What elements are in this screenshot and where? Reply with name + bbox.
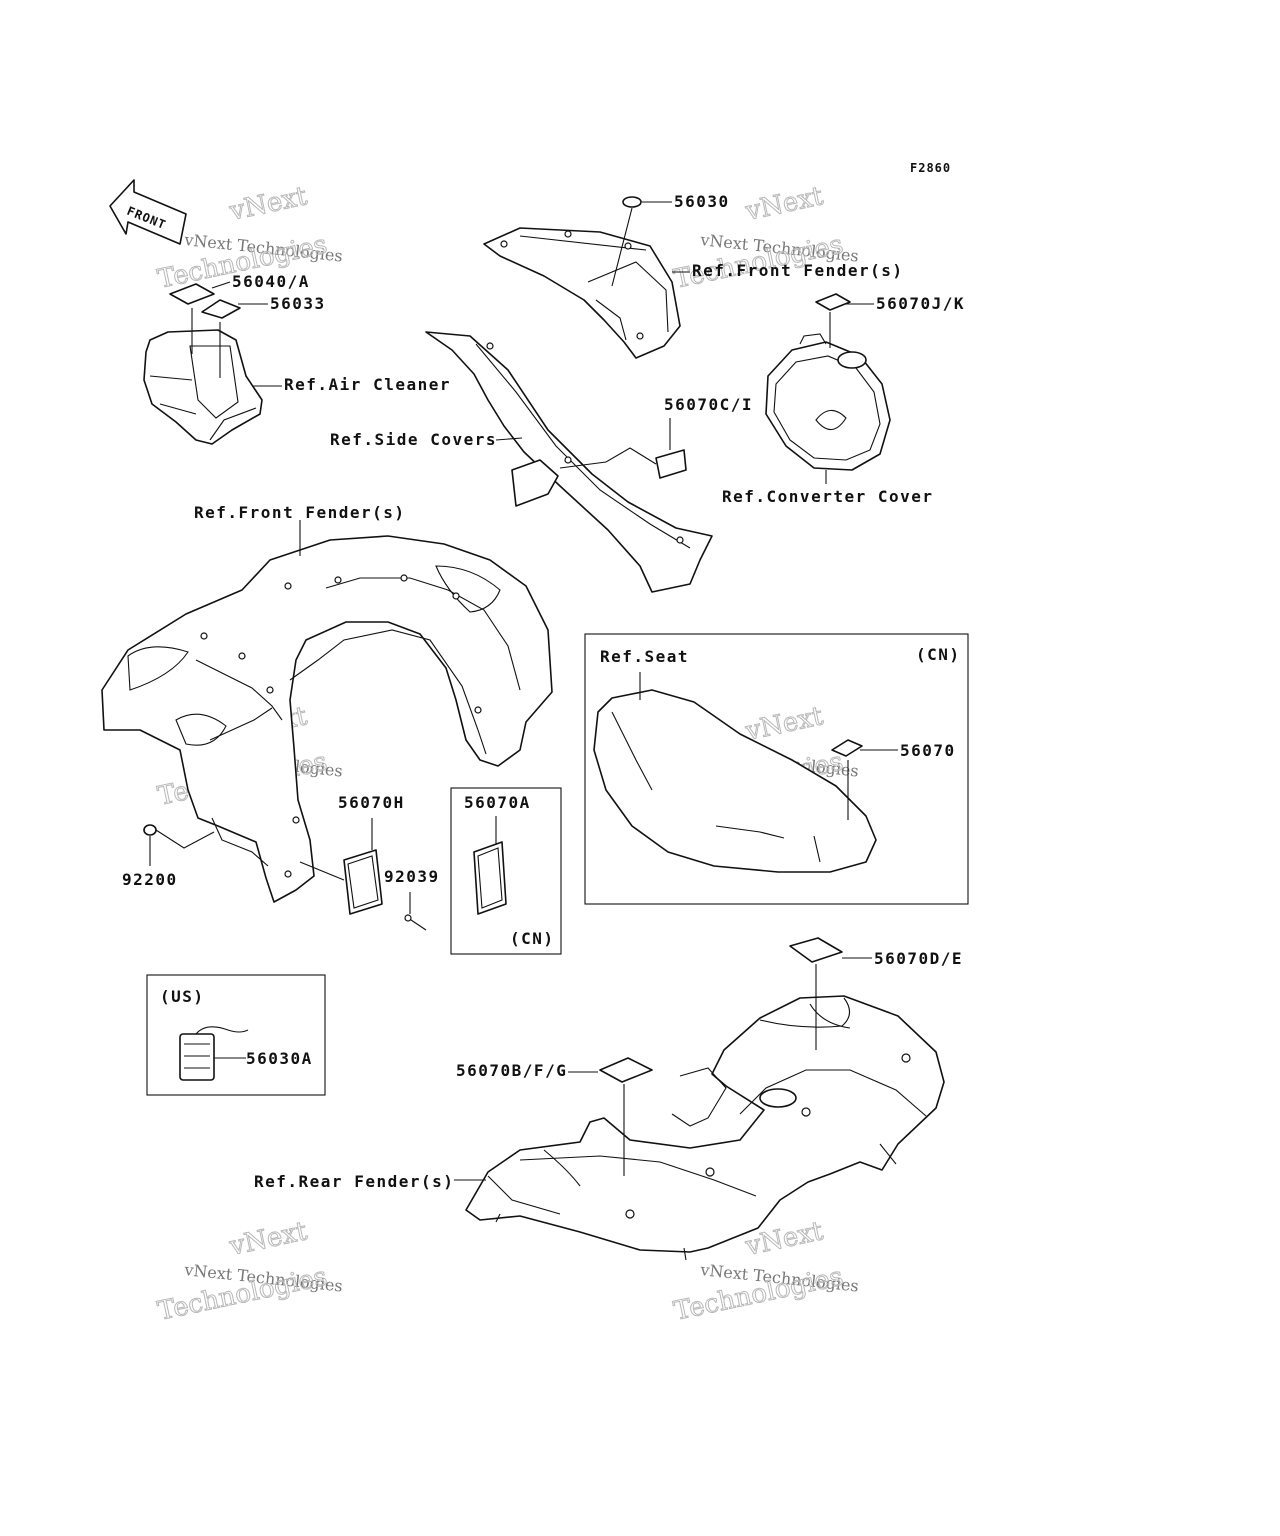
top-front-fender-part <box>483 196 690 359</box>
converter-cover-part <box>765 293 891 484</box>
label-ref-front-fender-top: Ref.Front Fender(s) <box>692 261 904 280</box>
air-cleaner-part <box>143 281 282 445</box>
side-covers-part <box>425 331 713 593</box>
label-ref-side-covers: Ref.Side Covers <box>330 430 497 449</box>
label-92200: 92200 <box>122 870 178 889</box>
label-ref-rear-fender: Ref.Rear Fender(s) <box>254 1172 454 1191</box>
decal-56070-icon <box>831 739 863 757</box>
front-arrow-icon: FRONT <box>109 179 187 245</box>
label-56040a: 56040/A <box>232 272 310 291</box>
label-56070ci: 56070C/I <box>664 395 753 414</box>
decal-56033-icon <box>201 299 241 319</box>
watermark-line1: vNext <box>226 181 310 227</box>
watermark-line1: vNext <box>226 1216 310 1262</box>
label-ref-front-fender-main: Ref.Front Fender(s) <box>194 503 406 522</box>
decal-56070a-icon <box>473 816 507 915</box>
watermark-bottom-left: vNext vNext Technologies Technologies <box>155 1216 344 1328</box>
rear-fender-part <box>454 937 945 1261</box>
decal-56040a-icon <box>169 283 215 305</box>
front-fender-part <box>101 520 553 903</box>
watermark-line1: vNext <box>742 701 826 747</box>
label-56070h: 56070H <box>338 793 405 812</box>
label-56030a: 56030A <box>246 1049 313 1068</box>
label-56070jk: 56070J/K <box>876 294 965 313</box>
label-56070: 56070 <box>900 741 956 760</box>
watermark-line1: vNext <box>742 181 826 227</box>
grommet-56030-icon <box>622 196 642 208</box>
grommet-92200-icon <box>143 824 215 866</box>
label-56033: 56033 <box>270 294 326 313</box>
box-56070a <box>450 787 562 955</box>
rivet-92039-icon <box>404 892 427 931</box>
decal-56070de-icon <box>789 937 843 963</box>
watermark-top-right: vNext vNext Technologies Technologies <box>671 181 860 296</box>
label-ref-converter-cover: Ref.Converter Cover <box>722 487 934 506</box>
box-us <box>146 974 326 1096</box>
label-56030: 56030 <box>674 192 730 211</box>
label-cn-56070a: (CN) <box>510 929 555 948</box>
label-56070bfg: 56070B/F/G <box>456 1061 567 1080</box>
tag-56030a-icon <box>179 1026 249 1081</box>
decal-56070h-icon <box>299 818 383 915</box>
box-seat <box>584 633 969 905</box>
seat-part <box>593 672 898 873</box>
label-56070a: 56070A <box>464 793 531 812</box>
label-ref-air-cleaner: Ref.Air Cleaner <box>284 375 451 394</box>
label-ref-seat: Ref.Seat <box>600 647 689 666</box>
figure-code: F2860 <box>910 161 951 175</box>
decal-56070jk-icon <box>815 293 851 311</box>
label-us: (US) <box>160 987 205 1006</box>
label-92039: 92039 <box>384 867 440 886</box>
decal-56070ci-icon <box>655 449 687 479</box>
label-cn-seat: (CN) <box>916 645 961 664</box>
decal-56070bfg-icon <box>599 1057 653 1083</box>
label-56070de: 56070D/E <box>874 949 963 968</box>
